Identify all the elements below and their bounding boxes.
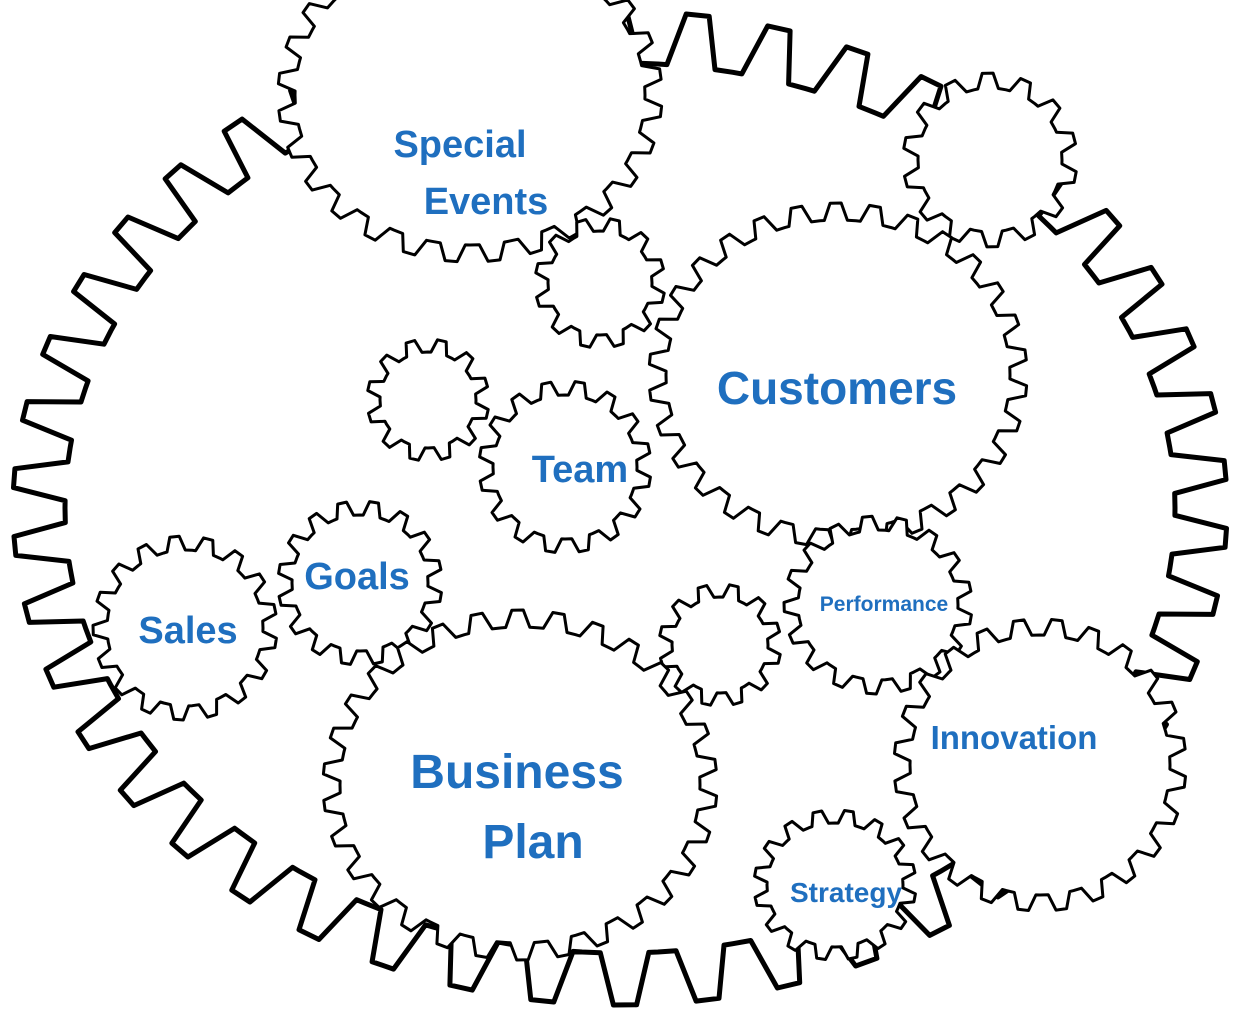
gear-sales bbox=[91, 534, 278, 722]
labels-layer: Special Events Customers Team Goals Sale… bbox=[138, 124, 1097, 908]
gear-top-right-small bbox=[902, 71, 1078, 249]
gear-small-upper-mid bbox=[534, 217, 666, 349]
label-innovation: Innovation bbox=[931, 719, 1098, 756]
gear-strategy bbox=[753, 809, 917, 961]
label-strategy: Strategy bbox=[790, 877, 902, 908]
label-sales: Sales bbox=[138, 610, 237, 652]
gear-special-events bbox=[276, 0, 664, 264]
label-customers: Customers bbox=[717, 362, 957, 414]
gear-customers bbox=[647, 201, 1029, 549]
label-performance: Performance bbox=[820, 593, 948, 616]
gear-innovation bbox=[893, 618, 1187, 912]
gear-performance bbox=[782, 514, 973, 696]
gear-business-plan bbox=[321, 608, 719, 962]
label-business-plan-line1: Business bbox=[410, 746, 623, 799]
gear-small-left-of-team bbox=[366, 338, 490, 462]
gear-small-mid-right bbox=[658, 583, 782, 707]
label-special-events-line2: Events bbox=[424, 181, 549, 223]
gears-layer bbox=[11, 0, 1229, 1008]
label-business-plan-line2: Plan bbox=[482, 816, 583, 869]
label-goals: Goals bbox=[304, 556, 410, 598]
label-special-events-line1: Special bbox=[393, 124, 526, 166]
gear-team bbox=[478, 380, 652, 554]
label-team: Team bbox=[532, 449, 628, 491]
